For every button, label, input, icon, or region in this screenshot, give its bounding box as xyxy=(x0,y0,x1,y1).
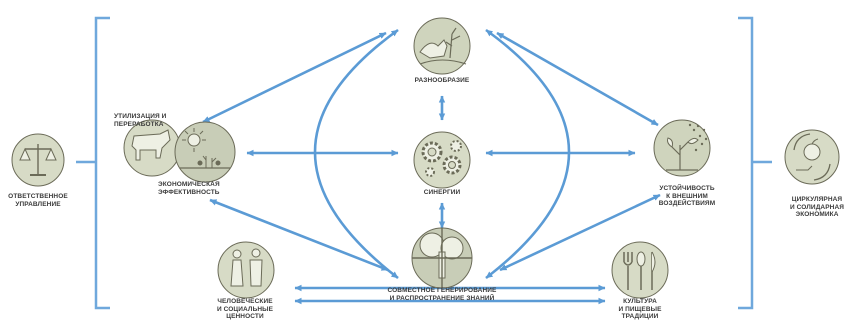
circular-hands-icon xyxy=(784,129,840,185)
arrow-cocreation-resilience xyxy=(499,193,661,272)
label-cocreation: СОВМЕСТНОЕ ГЕНЕРИРОВАНИЕ И РАСПРОСТРАНЕН… xyxy=(387,287,497,302)
people-icon xyxy=(217,241,275,299)
arrow-efficiency-cocreation xyxy=(209,198,389,272)
scales-icon xyxy=(11,133,65,187)
utensils-icon xyxy=(611,241,669,299)
label-resilience: УСТОЙЧИВОСТЬ К ВНЕШНИМ ВОЗДЕЙСТВИЯМ xyxy=(658,185,716,207)
plant-rain-icon xyxy=(653,119,711,177)
tree-icon xyxy=(411,227,473,289)
right-bracket xyxy=(738,16,772,310)
label-governance: ОТВЕТСТВЕННОЕ УПРАВЛЕНИЕ xyxy=(8,193,68,208)
label-efficiency: ЭКОНОМИЧЕСКАЯ ЭФФЕКТИВНОСТЬ xyxy=(158,181,220,196)
label-diversity: РАЗНООБРАЗИЕ xyxy=(414,77,470,84)
left-bracket xyxy=(76,16,110,310)
label-circular: ЦИРКУЛЯРНАЯ И СОЛИДАРНАЯ ЭКОНОМИКА xyxy=(789,196,845,218)
label-recycling: УТИЛИЗАЦИЯ И ПЕРЕРАБОТКА xyxy=(114,113,167,128)
label-culture: КУЛЬТУРА И ПИЩЕВЫЕ ТРАДИЦИИ xyxy=(618,298,662,320)
arrow-right-arc xyxy=(485,28,571,280)
cow-sun-icon xyxy=(123,119,236,183)
animals-plants-icon xyxy=(413,17,471,75)
arrow-left-arc xyxy=(313,28,399,280)
label-human: ЧЕЛОВЕЧЕСКИЕ И СОЦИАЛЬНЫЕ ЦЕННОСТИ xyxy=(216,298,274,320)
label-synergies: СИНЕРГИИ xyxy=(423,189,461,196)
arrow-diversity-resilience xyxy=(496,31,659,127)
gears-icon xyxy=(413,131,471,189)
arrow-recycling-diversity xyxy=(202,31,387,124)
